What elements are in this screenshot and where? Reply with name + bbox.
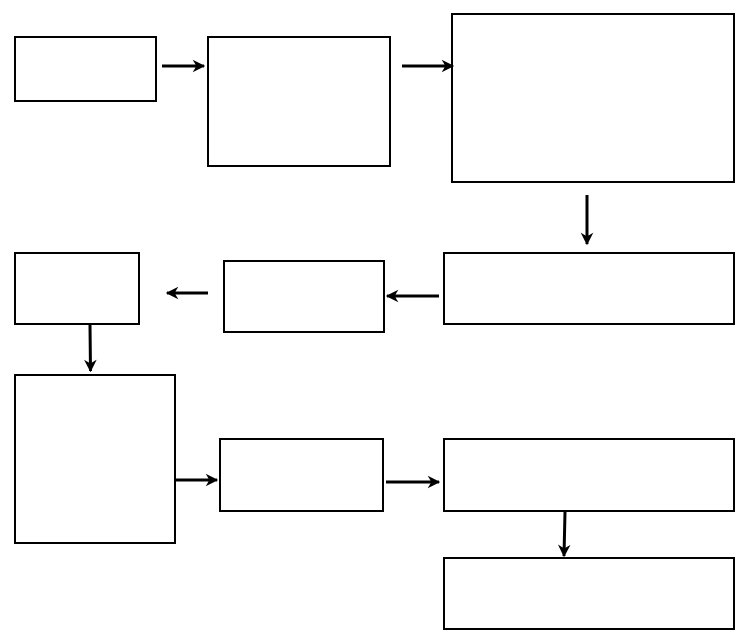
box-3 [451,13,735,183]
arrow-6 [84,324,97,373]
box-2 [207,36,391,167]
box-5 [223,260,385,333]
box-9 [443,438,735,512]
box-1 [14,36,157,102]
box-10 [443,557,735,630]
box-8 [219,438,384,512]
box-7 [14,374,176,544]
arrow-9 [557,511,571,558]
box-6 [14,252,140,325]
box-4 [443,252,735,325]
